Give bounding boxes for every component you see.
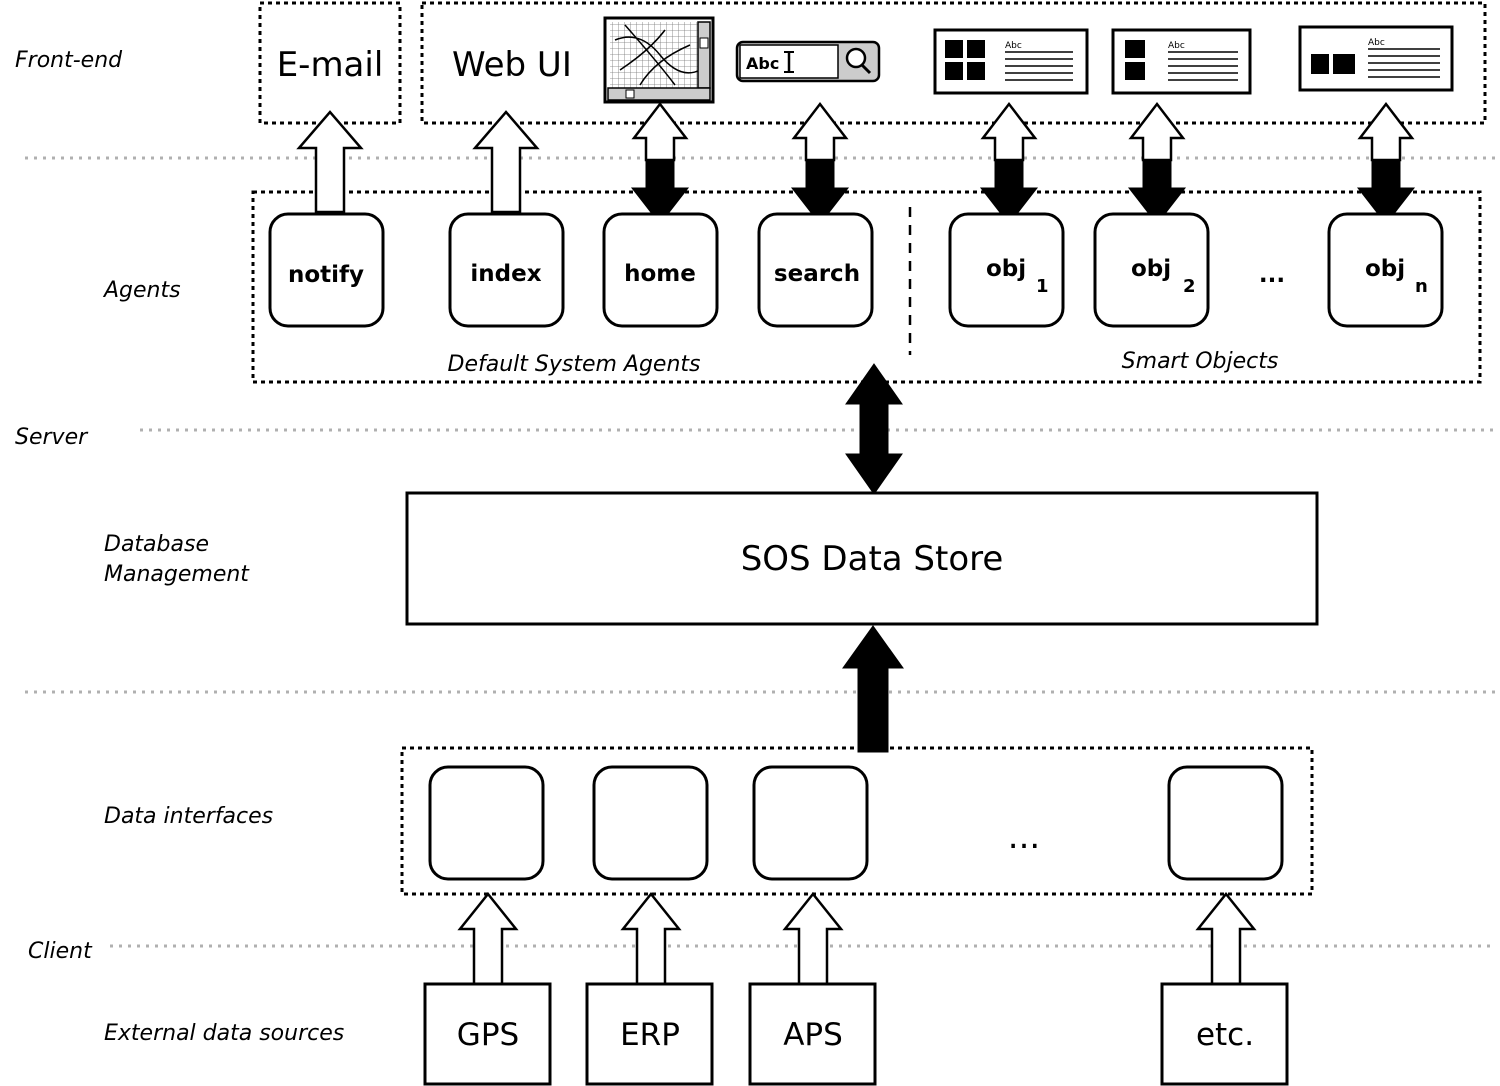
search-widget-icon: Abc [735,40,881,83]
data-interfaces-ellipsis: ... [1008,817,1040,857]
aps-to-interface-arrow [782,891,844,986]
search-webui-bidirectional-arrow [790,101,850,225]
erp-to-interface-arrow [620,891,682,986]
layer-label-front-end: Front-end [15,48,123,73]
layer-label-external-data-sources: External data sources [104,1021,344,1046]
web-ui-label: Web UI [452,45,572,85]
sos-data-store-label: SOS Data Store [741,539,1004,579]
gps-to-interface-arrow [457,891,519,986]
search-widget-text: Abc [746,54,779,73]
agents-group-box [251,190,1482,384]
agent-notify [268,212,385,328]
object-panel-icon-2: Abc [1111,28,1252,95]
layer-label-client: Client [28,939,93,964]
magnifier-icon [845,47,867,69]
source-aps [748,982,877,1086]
smart-objects-label: Smart Objects [1122,349,1279,374]
agent-obj-2 [1093,212,1210,328]
layer-label-agents: Agents [102,278,181,303]
web-ui-frontend-box [420,1,1487,125]
agent-obj-n-subscript: n [1415,276,1428,297]
agent-home [602,212,719,328]
source-gps-label: GPS [457,1017,519,1053]
source-etc-label: etc. [1196,1017,1254,1053]
object-panel-icon-1: Abc [933,28,1089,95]
agent-obj-n-label: obj [1365,256,1405,282]
object-panel-icon-3: Abc [1298,25,1454,92]
agent-search-label: search [774,261,860,287]
default-system-agents-label: Default System Agents [448,352,701,377]
agent-obj-1 [948,212,1065,328]
sos-data-store [405,491,1319,626]
agent-obj-1-label: obj [986,256,1026,282]
source-etc [1160,982,1289,1086]
layer-label-server: Server [15,425,89,450]
layer-label-data-interfaces: Data interfaces [104,804,273,829]
home-webui-bidirectional-arrow [630,101,690,225]
agents-ellipsis: ... [1259,262,1285,288]
email-label: E-mail [277,45,384,85]
interfaces-to-datastore-arrow [842,625,904,753]
source-erp [585,982,714,1086]
agent-index [448,212,565,328]
obj1-webui-bidirectional-arrow [979,101,1039,225]
agent-obj-2-label: obj [1131,256,1171,282]
data-interface-etc [1167,765,1284,881]
layer-label-management: Management [104,562,250,587]
source-erp-label: ERP [620,1017,680,1053]
agent-search [757,212,874,328]
notify-to-email-arrow [296,110,364,214]
index-to-webui-arrow [472,110,540,214]
etc-to-interface-arrow [1195,891,1257,986]
data-interface-aps [752,765,869,881]
agent-notify-label: notify [288,262,364,288]
data-interface-erp [592,765,709,881]
agent-index-label: index [470,261,541,287]
obj2-webui-bidirectional-arrow [1127,101,1187,225]
agent-obj-1-subscript: 1 [1036,276,1049,297]
panel-caption: Abc [1168,41,1185,51]
panel-caption: Abc [1368,38,1385,48]
panel-caption: Abc [1005,41,1022,51]
source-aps-label: APS [783,1017,843,1053]
agent-obj-2-subscript: 2 [1183,276,1196,297]
data-interface-gps [428,765,545,881]
agent-home-label: home [624,261,696,287]
objn-webui-bidirectional-arrow [1356,101,1416,225]
agent-obj-n [1327,212,1444,328]
layer-label-database: Database [104,532,209,557]
source-gps [423,982,552,1086]
map-widget-icon [603,16,715,104]
